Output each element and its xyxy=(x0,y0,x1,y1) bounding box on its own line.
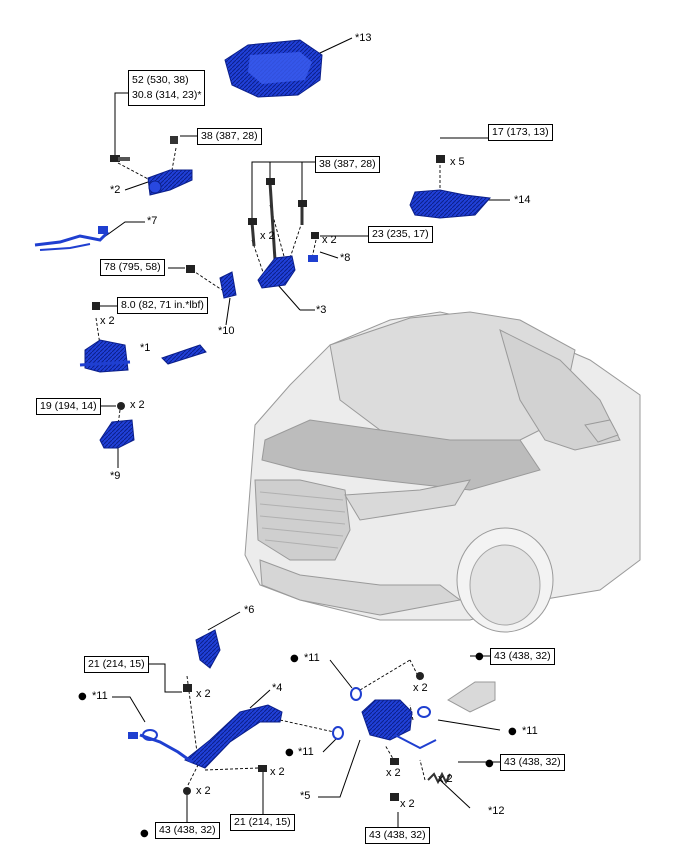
qty-x2-8: x 2 xyxy=(100,315,115,327)
torque-spec-38-top: 38 (387, 28) xyxy=(197,128,262,145)
gaskets-part xyxy=(332,687,431,740)
callout-6: *6 xyxy=(244,604,255,616)
vehicle-front-illustration xyxy=(244,311,641,633)
callout-11-top: *11 xyxy=(304,652,320,664)
qty-x5: x 5 xyxy=(450,156,465,168)
torque-spec-21-left: 21 (214, 15) xyxy=(84,656,149,673)
torque-spec-38-bolts: 38 (387, 28) xyxy=(315,156,380,173)
lower-fasteners-part xyxy=(183,672,424,801)
callout-8: *8 xyxy=(340,252,351,264)
callout-9: *9 xyxy=(110,470,121,482)
qty-x2-21-left: x 2 xyxy=(196,688,211,700)
bullet-43-top: ● xyxy=(475,651,484,662)
qty-x2-43-right-a: x 2 xyxy=(386,767,401,779)
qty-x2-21-bottom: x 2 xyxy=(270,766,285,778)
bullet-43-right: ● xyxy=(485,758,494,769)
callout-10: *10 xyxy=(218,325,235,337)
sensor-part xyxy=(147,136,193,196)
egr-cooler-part xyxy=(361,699,437,750)
leader-lines xyxy=(95,37,510,830)
torque-spec-23: 23 (235, 17) xyxy=(368,226,433,243)
qty-x2-43-left: x 2 xyxy=(196,785,211,797)
qty-x2-43-bottom: x 2 xyxy=(400,798,415,810)
torque-spec-8: 8.0 (82, 71 in.*lbf) xyxy=(117,297,208,314)
torque-value-52: 52 (530, 38) xyxy=(132,74,189,86)
wire-bracket-part xyxy=(409,189,492,219)
exhaust-pipe-part xyxy=(447,681,496,713)
small-clip-part xyxy=(308,255,318,262)
qty-x2-bolts: x 2 xyxy=(260,230,275,242)
bullet-43-left: ● xyxy=(140,828,149,839)
callout-12: *12 xyxy=(488,805,505,817)
torque-spec-43-left: 43 (438, 32) xyxy=(155,822,220,839)
callout-2: *2 xyxy=(110,184,121,196)
bullet-11-mid: ● xyxy=(285,747,294,758)
bolt-heads-part xyxy=(92,155,445,410)
heat-insulator-part xyxy=(195,629,221,669)
long-bolts-part xyxy=(250,181,304,261)
mount-bracket-part xyxy=(99,419,135,449)
wire-harness-part xyxy=(34,226,110,251)
torque-spec-52: 52 (530, 38) 30.8 (314, 23)* xyxy=(128,70,206,106)
callout-13: *13 xyxy=(355,32,372,44)
torque-value-30: 30.8 (314, 23)* xyxy=(132,89,202,101)
callout-5: *5 xyxy=(300,790,311,802)
callout-11-right: *11 xyxy=(522,725,538,737)
callout-14: *14 xyxy=(514,194,531,206)
callout-11-mid: *11 xyxy=(298,746,314,758)
qty-x2-43-top: x 2 xyxy=(413,682,428,694)
torque-spec-43-right: 43 (438, 32) xyxy=(500,754,565,771)
bullet-11-right: ● xyxy=(508,726,517,737)
callout-4: *4 xyxy=(272,682,283,694)
torque-spec-78: 78 (795, 58) xyxy=(100,259,165,276)
qty-x2-43-right-b: x 2 xyxy=(438,773,453,785)
bracket-part xyxy=(257,255,296,289)
torque-spec-21-bottom: 21 (214, 15) xyxy=(230,814,295,831)
callout-7: *7 xyxy=(147,215,158,227)
bolt-part xyxy=(110,155,130,162)
torque-spec-43-bottom: 43 (438, 32) xyxy=(365,827,430,844)
spring-part xyxy=(427,771,451,785)
qty-x2-23: x 2 xyxy=(322,234,337,246)
callout-3: *3 xyxy=(316,304,327,316)
torque-spec-19: 19 (194, 14) xyxy=(36,398,101,415)
vsv-part xyxy=(79,339,207,373)
torque-spec-43-top: 43 (438, 32) xyxy=(490,648,555,665)
callout-11-left: *11 xyxy=(92,690,108,702)
egr-pipe-part xyxy=(128,704,283,769)
clip-part xyxy=(219,271,237,299)
qty-x2-19: x 2 xyxy=(130,399,145,411)
callout-1: *1 xyxy=(140,342,151,354)
bullet-11-left: ● xyxy=(78,691,87,702)
engine-cover-part xyxy=(224,39,323,98)
torque-spec-17: 17 (173, 13) xyxy=(488,124,553,141)
bullet-11-top: ● xyxy=(290,653,299,664)
